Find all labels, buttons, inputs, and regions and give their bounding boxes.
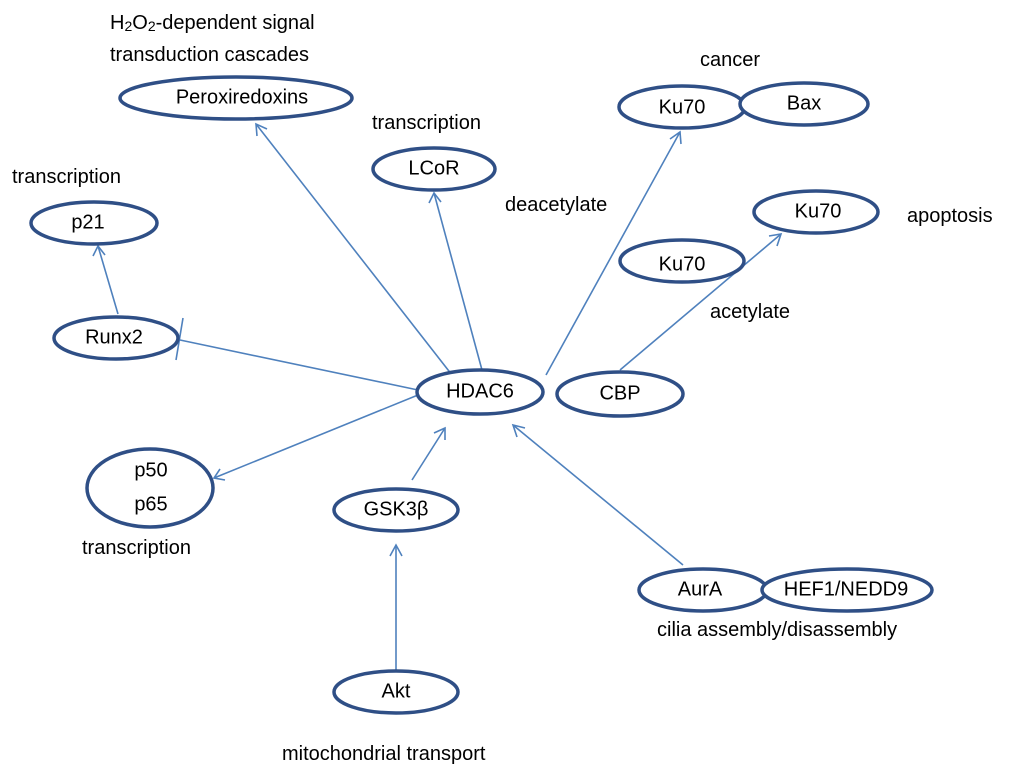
label-h2o2-h: H: [110, 12, 124, 34]
label-h2o2-sub2: 2: [148, 18, 156, 34]
node-ku70-cancer: Ku70: [617, 84, 747, 130]
node-hef1-shape: [760, 567, 934, 613]
edge-aura-hdac6: [512, 424, 684, 566]
node-gsk3b-shape: [332, 487, 460, 533]
node-p50-p65-shape: [85, 447, 215, 529]
node-aura-label: AurA: [678, 578, 723, 600]
node-lcor-shape: [371, 146, 497, 192]
arrowhead-lcor: [428, 191, 442, 204]
node-p21-label: p21: [71, 211, 104, 233]
node-hdac6-shape: [415, 368, 545, 416]
edge-runx2-p21: [97, 245, 119, 315]
label-cancer: cancer: [700, 49, 760, 71]
arrowhead-peroxiredoxins: [255, 122, 268, 137]
node-ku70-middle-label: Ku70: [659, 253, 706, 275]
edge-hdac6-p50p65: [213, 394, 419, 479]
arrowhead-ku70-apoptosis: [768, 232, 783, 247]
node-ku70-middle-shape: [618, 238, 746, 284]
node-bax-shape: [738, 81, 870, 127]
edge-hdac6-peroxiredoxins: [255, 123, 453, 376]
node-bax-label: Bax: [787, 92, 821, 114]
node-hdac6-label: HDAC6: [446, 380, 514, 402]
node-ku70-apoptosis-label: Ku70: [795, 200, 842, 222]
node-runx2-label: Runx2: [85, 326, 143, 348]
node-lcor: LCoR: [371, 146, 497, 192]
arrowhead-ku70-cancer: [669, 130, 682, 145]
node-ku70-middle: Ku70: [618, 238, 746, 284]
label-h2o2-sub1: 2: [124, 18, 132, 34]
node-ku70-cancer-label: Ku70: [659, 96, 706, 118]
node-hef1: HEF1/NEDD9: [760, 567, 934, 613]
node-akt-shape: [332, 669, 460, 715]
label-transcription-p21: transcription: [12, 166, 121, 188]
node-p21: p21: [29, 200, 159, 246]
node-ku70-apoptosis: Ku70: [752, 189, 880, 235]
node-p65-label: p65: [134, 493, 167, 515]
node-aura: AurA: [637, 567, 769, 613]
label-cilia: cilia assembly/disassembly: [657, 619, 897, 641]
node-peroxiredoxins: Peroxiredoxins: [118, 75, 354, 121]
arrowhead-gsk3b: [389, 543, 403, 557]
arrowhead-p50p65: [212, 468, 226, 481]
node-cbp-label: CBP: [599, 382, 640, 404]
node-gsk3b-label: GSK3β: [364, 498, 429, 520]
node-runx2: Runx2: [52, 315, 180, 361]
label-acetylate: acetylate: [710, 301, 790, 323]
node-p50-label: p50: [134, 459, 167, 481]
label-h2o2-line1: H2O2-dependent signal: [110, 12, 315, 34]
node-peroxiredoxins-label: Peroxiredoxins: [176, 86, 308, 108]
label-deacetylate: deacetylate: [505, 194, 607, 216]
node-akt: Akt: [332, 669, 460, 715]
node-cbp: CBP: [555, 370, 685, 418]
node-ku70-apoptosis-shape: [752, 189, 880, 235]
node-bax: Bax: [738, 81, 870, 127]
edge-hdac6-runx2: [179, 339, 419, 391]
node-cbp-shape: [555, 370, 685, 418]
node-akt-label: Akt: [382, 680, 411, 702]
node-gsk3b: GSK3β: [332, 487, 460, 533]
node-p21-shape: [29, 200, 159, 246]
edge-hdac6-ku70-cancer: [545, 131, 681, 376]
edge-gsk3b-hdac6: [411, 427, 446, 481]
label-transcription-p50: transcription: [82, 537, 191, 559]
arrowhead-p21: [92, 244, 106, 257]
label-apoptosis: apoptosis: [907, 205, 993, 227]
arrowhead-hdac6-from-gsk3b: [433, 426, 446, 440]
arrowhead-hdac6-from-aura: [511, 423, 526, 438]
label-h2o2-line2: transduction cascades: [110, 44, 309, 66]
edge-cbp-ku70-apoptosis: [619, 233, 782, 371]
node-hdac6: HDAC6: [415, 368, 545, 416]
node-runx2-shape: [52, 315, 180, 361]
node-peroxiredoxins-shape: [118, 75, 354, 121]
node-lcor-label: LCoR: [408, 157, 459, 179]
label-h2o2-suffix: -dependent signal: [156, 12, 315, 34]
node-hef1-label: HEF1/NEDD9: [784, 578, 908, 600]
edge-hdac6-lcor: [433, 192, 483, 371]
label-mitochondrial: mitochondrial transport: [282, 743, 486, 765]
label-transcription-lcor: transcription: [372, 112, 481, 134]
label-h2o2-o: O: [132, 12, 148, 34]
node-p50-p65: p50 p65: [85, 447, 215, 529]
